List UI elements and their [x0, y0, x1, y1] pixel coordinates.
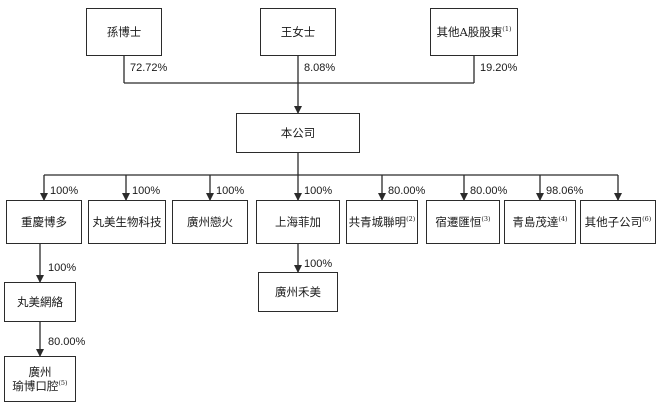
- subsidiary-qingdao-label: 青島茂達(4): [512, 214, 568, 229]
- shareholder-wang-box: 王女士: [260, 8, 336, 56]
- footnote-2: (2): [406, 214, 416, 223]
- subsidiary-chongqing-label: 重慶博多: [21, 214, 67, 229]
- pct-other-a: 19.20%: [480, 62, 518, 74]
- subsidiary-gongqingcheng-label: 共青城聯明(2): [348, 214, 416, 229]
- shareholder-other-a-label: 其他A股股東(1): [436, 24, 512, 39]
- subsidiary-suqian-label: 宿遷匯恒(3): [435, 214, 491, 229]
- subsidiary-guangzhou-hemei-label: 廣州禾美: [275, 284, 321, 299]
- pct-wanmei-bio: 100%: [132, 185, 161, 197]
- subsidiary-gongqingcheng-box: 共青城聯明(2): [346, 200, 418, 244]
- subsidiary-guangzhou-lianhuo-box: 廣州戀火: [172, 200, 248, 244]
- shareholder-sun-box: 孫博士: [86, 8, 162, 56]
- subsidiary-others-label: 其他子公司(6): [584, 214, 652, 229]
- footnote-1: (1): [502, 24, 512, 33]
- subsidiary-guangzhou-lianhuo-label: 廣州戀火: [187, 214, 233, 229]
- subsidiary-wanmei-bio-label: 丸美生物科技: [92, 214, 162, 229]
- subsidiary-wanmei-bio-box: 丸美生物科技: [88, 200, 166, 244]
- pct-wang: 8.08%: [304, 62, 336, 74]
- shareholder-wang-label: 王女士: [280, 24, 316, 39]
- subsidiary-shanghai-feijia-label: 上海菲加: [275, 214, 321, 229]
- pct-guangzhou-lianhuo: 100%: [216, 185, 245, 197]
- subsidiary-guangzhou-yubo-label: 廣州 瑜博口腔(5): [12, 365, 67, 394]
- footnote-3: (3): [481, 214, 491, 223]
- pct-chongqing: 100%: [50, 185, 79, 197]
- subsidiary-chongqing-box: 重慶博多: [6, 200, 82, 244]
- footnote-6: (6): [642, 214, 652, 223]
- pct-suqian: 80.00%: [470, 185, 508, 197]
- subsidiary-others-box: 其他子公司(6): [580, 200, 656, 244]
- subsidiary-suqian-box: 宿遷匯恒(3): [426, 200, 500, 244]
- subsidiary-shanghai-feijia-box: 上海菲加: [256, 200, 340, 244]
- company-box: 本公司: [236, 113, 360, 153]
- subsidiary-qingdao-box: 青島茂達(4): [504, 200, 576, 244]
- subsidiary-guangzhou-hemei-box: 廣州禾美: [258, 272, 338, 312]
- footnote-4: (4): [558, 214, 568, 223]
- pct-wanmei-network: 100%: [48, 262, 77, 274]
- footnote-5: (5): [58, 379, 68, 388]
- subsidiary-wanmei-network-label: 丸美網絡: [17, 294, 63, 309]
- guangzhou-yubo-line-2: 瑜博口腔(5): [12, 379, 68, 393]
- pct-sun: 72.72%: [130, 62, 168, 74]
- shareholder-other-a-box: 其他A股股東(1): [430, 8, 518, 56]
- pct-shanghai-feijia: 100%: [304, 185, 333, 197]
- guangzhou-yubo-line-1: 廣州: [28, 364, 52, 379]
- subsidiary-guangzhou-yubo-box: 廣州 瑜博口腔(5): [4, 356, 76, 402]
- subsidiary-wanmei-network-box: 丸美網絡: [4, 282, 76, 322]
- pct-guangzhou-yubo: 80.00%: [48, 336, 86, 348]
- pct-qingdao: 98.06%: [546, 185, 584, 197]
- pct-guangzhou-hemei: 100%: [304, 258, 333, 270]
- pct-gongqingcheng: 80.00%: [388, 185, 426, 197]
- company-label: 本公司: [280, 125, 316, 140]
- shareholder-sun-label: 孫博士: [106, 24, 142, 39]
